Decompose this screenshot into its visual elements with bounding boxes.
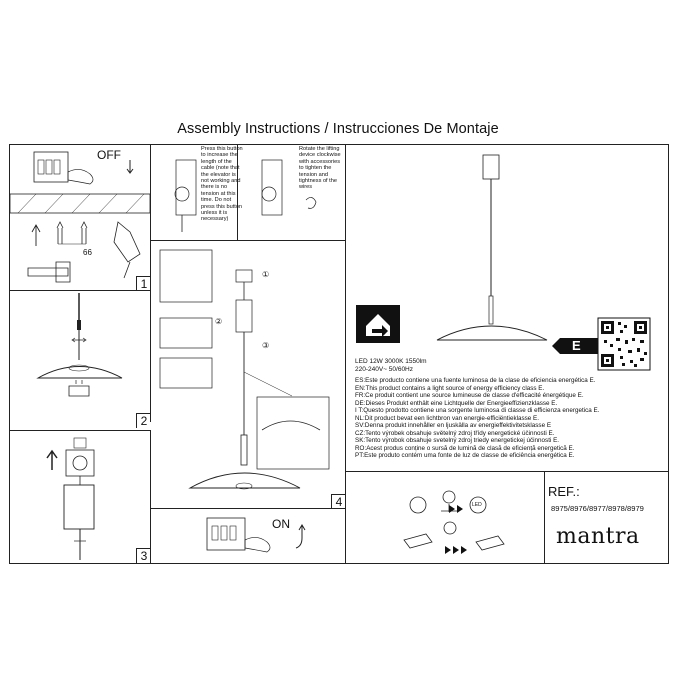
led-icon-label: LED [472, 502, 482, 508]
specs: LED 12W 3000K 1550lm 220-240V~ 50/60Hz [355, 358, 427, 373]
step-number-4: 4 [331, 494, 346, 509]
divider [150, 508, 346, 509]
divider [544, 471, 545, 564]
on-label: ON [272, 517, 290, 531]
divider [237, 144, 238, 241]
divider [150, 430, 151, 564]
energy-statements: ES:Este producto contiene una fuente lum… [355, 377, 600, 459]
divider [9, 430, 151, 431]
step-number-1: 1 [136, 276, 151, 291]
brand-logo: mantra [556, 524, 640, 549]
divider [345, 471, 669, 472]
ref-codes: 8975/8976/8977/8978/8979 [551, 504, 644, 513]
step-number-3: 3 [136, 548, 151, 563]
instruction-frame [9, 144, 669, 564]
callout-2: ② [215, 317, 223, 326]
energy-class-label: E [572, 338, 581, 353]
step-number-2: 2 [136, 413, 151, 428]
off-label: OFF [97, 148, 121, 162]
divider [345, 144, 346, 564]
callout-1: ① [262, 270, 270, 279]
divider [150, 240, 346, 241]
ref-label: REF.: [548, 484, 580, 499]
divider [150, 144, 151, 422]
page-title: Assembly Instructions / Instrucciones De… [177, 121, 499, 137]
callout-3: ③ [262, 341, 270, 350]
measurement-label: 66 [83, 248, 92, 257]
divider [9, 290, 151, 291]
